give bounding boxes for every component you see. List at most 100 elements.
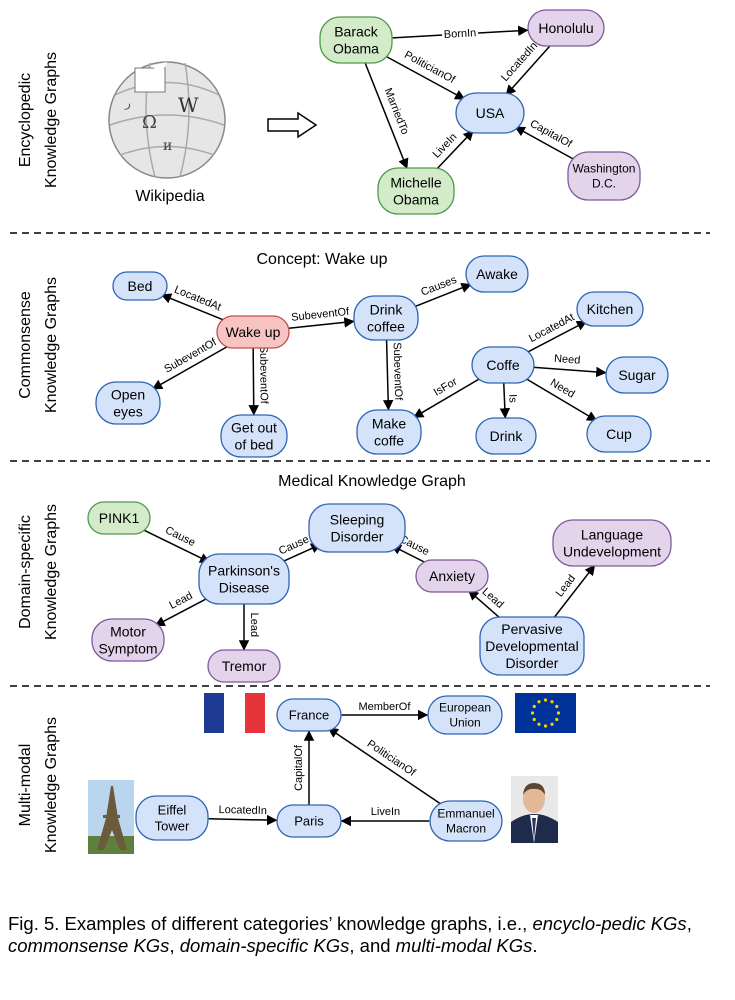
node-label: Parkinson's xyxy=(208,563,280,579)
section-label: Knowledge Graphs xyxy=(43,277,60,413)
edge-eiffel-paris xyxy=(208,814,278,826)
eu-star-icon xyxy=(530,711,535,715)
node-label: Drink xyxy=(490,428,524,444)
caption-italic: commonsense KGs xyxy=(8,935,170,956)
node-coffe: Coffe xyxy=(471,346,535,384)
node-shape xyxy=(415,559,489,593)
edge-label: Causes xyxy=(419,274,459,299)
eu-star-icon xyxy=(543,698,548,702)
node-label: Barack xyxy=(334,24,379,40)
edge-label: SubeventOf xyxy=(291,306,351,324)
edge-wakeup-drinkcoffee xyxy=(288,317,355,329)
node-usa: USA xyxy=(455,92,525,134)
node-shape xyxy=(427,695,503,735)
edge-wakeup-getout xyxy=(248,348,259,416)
node-shape xyxy=(605,356,669,394)
edge-macron-france xyxy=(327,727,444,806)
section-label: Multi-modal xyxy=(17,744,34,827)
edge-label: Lead xyxy=(479,586,505,611)
node-label: Drink xyxy=(370,302,404,318)
node-france: France xyxy=(276,698,342,732)
node-shape xyxy=(135,795,209,841)
node-shape xyxy=(276,698,342,732)
node-label: France xyxy=(289,708,329,723)
node-label: USA xyxy=(476,105,505,121)
node-shape xyxy=(471,346,535,384)
node-label: Michelle xyxy=(390,175,442,191)
eu-star-icon xyxy=(550,700,554,704)
node-label: PINK1 xyxy=(99,510,140,526)
node-shape xyxy=(475,417,537,455)
eu-star-icon xyxy=(537,700,541,704)
section-label: Domain-specific xyxy=(17,515,34,629)
node-shape xyxy=(207,649,281,683)
node-label: Eiffel xyxy=(158,803,187,818)
commonsense-title: Concept: Wake up xyxy=(256,251,387,268)
edge-label: SubeventOf xyxy=(257,346,270,405)
edge-pervasive-anxiety xyxy=(467,589,504,622)
svg-text:ر: ر xyxy=(124,96,131,110)
section-label: Knowledge Graphs xyxy=(43,717,60,853)
node-shape xyxy=(319,16,393,64)
transition-arrow-icon xyxy=(267,111,318,139)
node-label: Sugar xyxy=(618,367,656,383)
macron-portrait-image xyxy=(511,776,558,843)
node-label: coffe xyxy=(374,433,404,449)
node-wakeup: Wake up xyxy=(216,315,290,349)
edge-drinkcoffee-awake xyxy=(414,282,472,308)
node-shape xyxy=(198,553,290,605)
node-shape xyxy=(220,414,288,458)
edge-label: Need xyxy=(554,353,581,367)
edge-label: CapitalOf xyxy=(293,744,305,791)
caption-text: Fig. 5. Examples of different categories… xyxy=(8,913,533,934)
node-label: eyes xyxy=(113,404,143,420)
edge-pink1-parkinson xyxy=(141,528,211,563)
edge-label: LocatedIn xyxy=(218,804,267,817)
node-label: Developmental xyxy=(485,638,578,654)
node-shape xyxy=(308,503,406,553)
edge-wakeup-bed xyxy=(160,293,227,322)
node-shape xyxy=(91,618,165,662)
node-label: Union xyxy=(449,716,480,730)
wikipedia-globe-icon: W Ω и ر xyxy=(108,61,226,179)
node-drink: Drink xyxy=(475,417,537,455)
node-label: Open xyxy=(111,387,145,403)
caption-text: . xyxy=(532,935,538,956)
caption-italic: multi-modal KGs xyxy=(395,935,533,956)
node-label: coffee xyxy=(367,319,405,335)
node-label: Symptom xyxy=(98,641,157,657)
node-shape xyxy=(586,415,652,453)
node-label: Awake xyxy=(476,266,518,282)
node-shape xyxy=(552,519,672,567)
node-label: Obama xyxy=(393,192,439,208)
medical-title: Medical Knowledge Graph xyxy=(278,473,466,490)
node-shape xyxy=(429,800,503,842)
node-label: Kitchen xyxy=(587,301,634,317)
edge-drinkcoffee-makecoffe xyxy=(382,340,394,411)
eu-star-icon xyxy=(532,704,536,709)
node-label: Language xyxy=(581,527,644,543)
node-label: Tremor xyxy=(222,658,267,674)
node-shape xyxy=(353,295,419,341)
node-label: Washington xyxy=(573,162,636,176)
node-label: Motor xyxy=(110,624,146,640)
section-label: Encyclopedic xyxy=(17,73,34,167)
node-label: Undevelopment xyxy=(563,544,661,560)
edge-label: LocatedIn xyxy=(499,40,540,84)
node-label: Macron xyxy=(446,822,486,836)
edge-label: LiveIn xyxy=(431,131,460,161)
node-anxiety: Anxiety xyxy=(415,559,489,593)
node-label: Honolulu xyxy=(538,20,593,36)
node-shape xyxy=(87,501,151,535)
